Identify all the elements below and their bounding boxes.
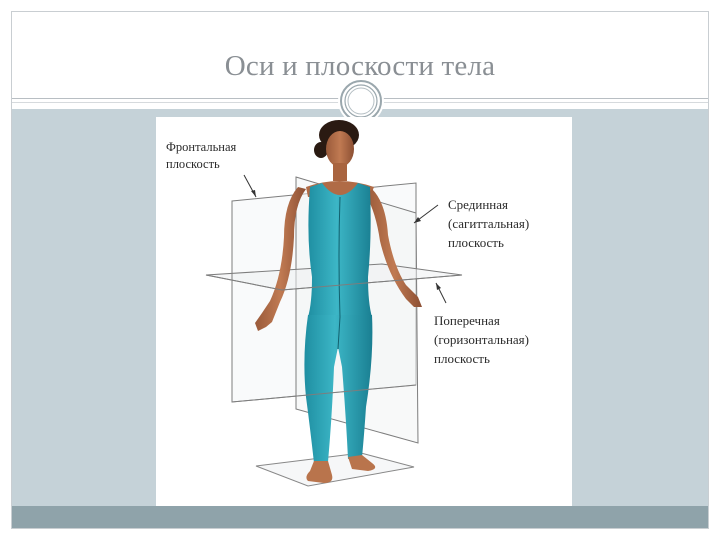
median-plane-label-line1: Срединная (448, 197, 509, 212)
slide-title: Оси и плоскости тела (224, 50, 496, 82)
frontal-plane-label-line2: плоскость (166, 157, 220, 171)
anatomy-figure-panel: Фронтальная плоскость Срединная (сагитта… (156, 117, 572, 506)
median-plane-label: Срединная (сагиттальная) плоскость (448, 195, 529, 252)
transverse-plane-label-line1: Поперечная (434, 313, 500, 328)
transverse-plane-label-line3: плоскость (434, 351, 490, 366)
human-figure (255, 120, 422, 483)
frontal-plane-edge (231, 201, 417, 403)
frontal-plane-label: Фронтальная плоскость (166, 139, 236, 173)
transverse-plane-label: Поперечная (горизонтальная) плоскость (434, 311, 529, 368)
transverse-plane-label-line2: (горизонтальная) (434, 332, 529, 347)
median-plane-label-line3: плоскость (448, 235, 504, 250)
circle-ornament-icon (338, 78, 384, 124)
frontal-plane-label-line1: Фронтальная (166, 140, 237, 154)
body-planes-illustration (205, 120, 463, 487)
transverse-plane-edge (205, 274, 283, 291)
median-plane-label-line2: (сагиттальная) (448, 216, 530, 231)
floor-plate (255, 452, 415, 487)
footer-band (12, 506, 708, 528)
transverse-plane-edge-front (281, 274, 463, 291)
slide-frame (11, 11, 709, 529)
